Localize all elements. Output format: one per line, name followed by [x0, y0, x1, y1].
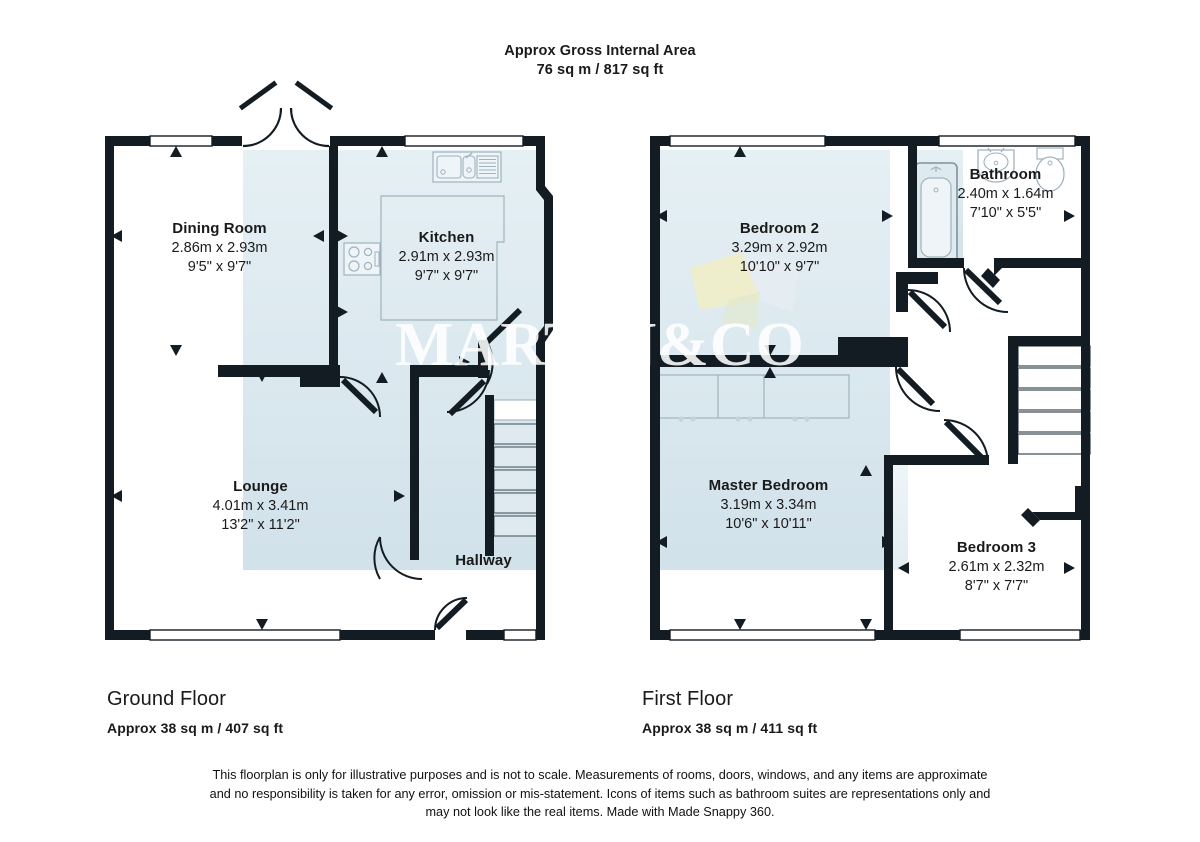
- ground-floor-area: Approx 38 sq m / 407 sq ft: [107, 720, 284, 736]
- brand-watermark: MARTIN&CO: [395, 252, 805, 379]
- ground-floor-title: Ground Floor: [107, 688, 227, 710]
- first-floor-doors: [895, 267, 1009, 465]
- gross-internal-area-header: Approx Gross Internal Area 76 sq m / 817…: [0, 42, 1200, 80]
- watermark-text: MARTIN&CO: [395, 311, 805, 379]
- kitchen-fixtures: [343, 151, 505, 321]
- first-floor-title: First Floor: [642, 688, 734, 710]
- washbasin-icon: [977, 147, 1015, 183]
- toilet-icon: [1035, 147, 1065, 192]
- disclaimer-line-1: This floorplan is only for illustrative …: [212, 768, 988, 782]
- first-floor-walls: [650, 135, 1090, 641]
- disclaimer-line-3: may not look like the real items. Made w…: [425, 805, 775, 819]
- first-floor-caption: First Floor Approx 38 sq m / 411 sq ft: [642, 688, 817, 736]
- ground-floor-walls: [105, 135, 553, 641]
- ground-floor-doors: [238, 80, 523, 631]
- bathtub-icon: [914, 162, 958, 264]
- ground-floor-caption: Ground Floor Approx 38 sq m / 407 sq ft: [107, 688, 283, 736]
- first-floor-direction-markers: [656, 146, 1075, 630]
- kitchen-worktop-outline: [380, 195, 505, 321]
- gross-area-line1: Approx Gross Internal Area: [504, 43, 696, 59]
- first-floor-stairs: [1017, 345, 1091, 455]
- ground-floor-plan: [105, 80, 553, 641]
- gross-area-line2: 76 sq m / 817 sq ft: [536, 62, 664, 78]
- kitchen-hob-icon: [343, 242, 381, 276]
- first-floor-plan: [650, 135, 1091, 641]
- disclaimer-text: This floorplan is only for illustrative …: [130, 766, 1070, 822]
- ground-floor-direction-markers: [111, 146, 470, 630]
- first-floor-area: Approx 38 sq m / 411 sq ft: [642, 720, 818, 736]
- kitchen-sink-icon: [432, 151, 502, 183]
- disclaimer-line-2: and no responsibility is taken for any e…: [209, 786, 991, 801]
- watermark-logo-icon: [690, 252, 800, 330]
